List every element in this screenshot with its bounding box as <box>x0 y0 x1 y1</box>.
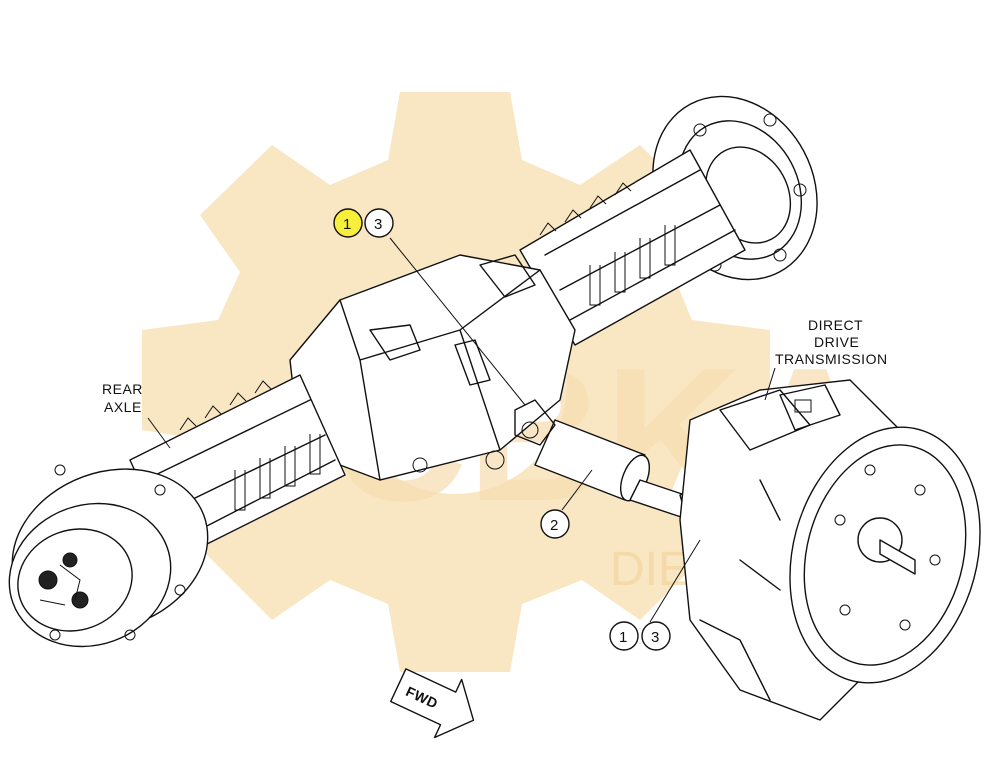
callout-top-1-text: 1 <box>343 216 351 233</box>
rear-axle-label: REAR AXLE <box>102 381 171 449</box>
rear-axle <box>8 95 818 648</box>
callout-top: 1 3 <box>333 208 526 406</box>
callout-top-1-highlighted <box>333 208 363 238</box>
callout-bottom-3 <box>641 621 671 651</box>
callout-middle: 2 <box>540 469 593 539</box>
callout-top-3 <box>364 208 394 238</box>
callout-bottom-1 <box>609 621 639 651</box>
fwd-arrow: FWD <box>389 668 475 739</box>
transmission-label: DIRECT DRIVE TRANSMISSION <box>764 317 888 401</box>
transmission-label-line1: DIRECT <box>808 317 863 333</box>
callout-middle-text: 2 <box>550 517 558 534</box>
rear-axle-label-line1: REAR <box>102 381 143 397</box>
transmission <box>679 379 981 721</box>
callout-bottom-3-text: 3 <box>651 629 659 646</box>
left-wheel-hub <box>8 464 209 648</box>
callout-bottom: 1 3 <box>609 539 701 651</box>
transmission-label-line2: DRIVE <box>814 334 859 350</box>
rear-axle-label-line2: AXLE <box>104 399 142 415</box>
callout-bottom-1-text: 1 <box>619 629 627 646</box>
callout-top-3-text: 3 <box>374 216 382 233</box>
transmission-label-line3: TRANSMISSION <box>775 351 888 367</box>
